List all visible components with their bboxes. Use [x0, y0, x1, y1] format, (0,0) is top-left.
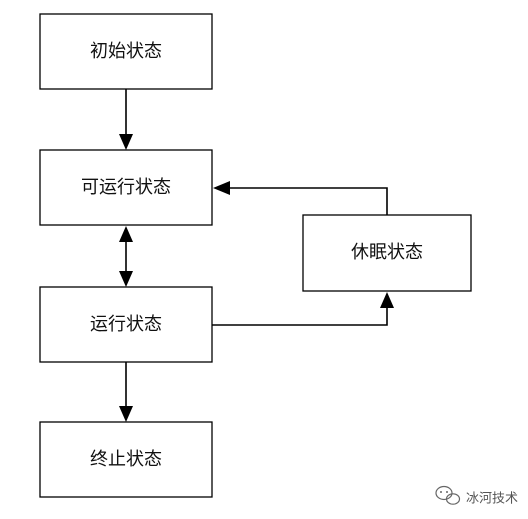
node-runnable: 可运行状态	[39, 149, 213, 226]
node-initial: 初始状态	[39, 13, 213, 90]
edge-running-to-terminated	[119, 362, 133, 422]
watermark-text: 冰河技术	[466, 492, 518, 507]
edge-runnable-running-bidirectional	[119, 226, 133, 287]
node-runnable-label: 可运行状态	[81, 177, 171, 198]
wechat-icon	[435, 485, 461, 505]
edge-running-to-sleeping	[212, 292, 394, 326]
edge-sleeping-to-runnable	[213, 181, 388, 215]
arrowhead-down	[119, 406, 133, 422]
node-sleeping: 休眠状态	[302, 214, 472, 292]
arrowhead-up	[119, 226, 133, 242]
node-running-label: 运行状态	[90, 314, 162, 335]
arrowhead-down	[119, 134, 133, 150]
node-initial-label: 初始状态	[90, 41, 162, 62]
watermark: 冰河技术	[435, 485, 518, 507]
edge-initial-to-runnable	[119, 89, 133, 150]
node-terminated: 终止状态	[39, 421, 213, 498]
node-sleeping-label: 休眠状态	[351, 242, 423, 263]
arrowhead-up	[380, 292, 394, 308]
arrowhead-down	[119, 271, 133, 287]
node-running: 运行状态	[39, 286, 213, 363]
arrowhead-left	[213, 181, 230, 195]
node-terminated-label: 终止状态	[90, 449, 162, 470]
